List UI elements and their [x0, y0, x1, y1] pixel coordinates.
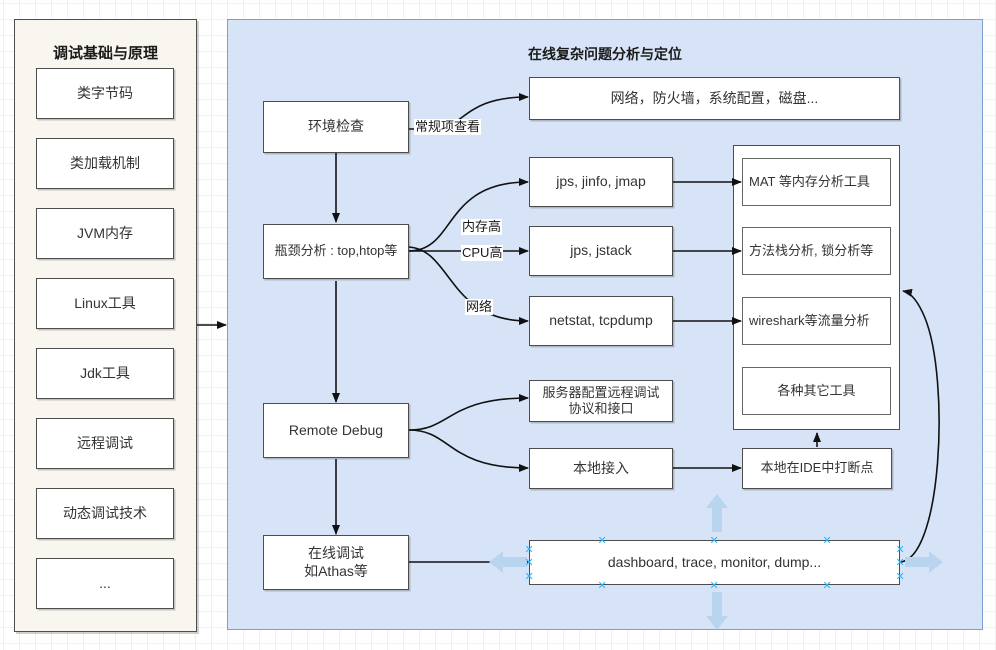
node-netstat-tcpdump[interactable]: netstat, tcpdump — [529, 296, 673, 346]
node-local-ide-breakpoint[interactable]: 本地在IDE中打断点 — [742, 448, 892, 489]
edge-label-network: 网络 — [465, 299, 494, 316]
node-network-firewall-config[interactable]: 网络，防火墙，系统配置，磁盘... — [529, 77, 900, 120]
tools-item-2[interactable]: wireshark等流量分析 — [742, 297, 891, 345]
node-bottleneck-analysis[interactable]: 瓶颈分析 : top,htop等 — [263, 224, 409, 279]
sidebar-item-5[interactable]: 远程调试 — [36, 418, 174, 469]
ghost-arrow-down[interactable] — [703, 590, 731, 632]
ghost-arrow-left[interactable] — [487, 548, 529, 576]
resize-handle-e-bottom[interactable]: ✕ — [895, 569, 905, 583]
node-dashboard-trace-monitor[interactable]: dashboard, trace, monitor, dump... — [529, 540, 900, 585]
sidebar-title: 调试基础与原理 — [52, 45, 158, 62]
ghost-arrow-right[interactable] — [903, 548, 945, 576]
node-local-access[interactable]: 本地接入 — [529, 448, 673, 489]
resize-handle-s-left[interactable]: ✕ — [597, 578, 607, 592]
node-jps-jstack[interactable]: jps, jstack — [529, 226, 673, 276]
sidebar-item-1[interactable]: 类加载机制 — [36, 138, 174, 189]
node-online-debug[interactable]: 在线调试 如Athas等 — [263, 535, 409, 590]
sidebar-item-3[interactable]: Linux工具 — [36, 278, 174, 329]
resize-handle-w-mid[interactable]: ✕ — [524, 555, 534, 569]
sidebar-item-6[interactable]: 动态调试技术 — [36, 488, 174, 539]
resize-handle-s-mid[interactable]: ✕ — [709, 578, 719, 592]
edge-label-cpu-high: CPU高 — [461, 245, 504, 262]
sidebar-item-0[interactable]: 类字节码 — [36, 68, 174, 119]
ghost-arrow-up[interactable] — [703, 492, 731, 534]
main-title: 在线复杂问题分析与定位 — [528, 46, 682, 62]
resize-handle-e-top[interactable]: ✕ — [895, 542, 905, 556]
edge-label-memory-high: 内存高 — [461, 219, 503, 236]
node-server-remote-debug-config[interactable]: 服务器配置远程调试 协议和接口 — [529, 380, 673, 422]
resize-handle-e-mid[interactable]: ✕ — [895, 555, 905, 569]
resize-handle-n-left[interactable]: ✕ — [597, 533, 607, 547]
sidebar-item-7[interactable]: ... — [36, 558, 174, 609]
tools-item-0[interactable]: MAT 等内存分析工具 — [742, 158, 891, 206]
resize-handle-s-right[interactable]: ✕ — [822, 578, 832, 592]
node-jps-jinfo-jmap[interactable]: jps, jinfo, jmap — [529, 157, 673, 207]
sidebar-item-4[interactable]: Jdk工具 — [36, 348, 174, 399]
node-env-check[interactable]: 环境检查 — [263, 101, 409, 153]
tools-item-1[interactable]: 方法栈分析, 锁分析等 — [742, 227, 891, 275]
resize-handle-w-bottom[interactable]: ✕ — [524, 569, 534, 583]
resize-handle-w-top[interactable]: ✕ — [524, 542, 534, 556]
resize-handle-n-mid[interactable]: ✕ — [709, 533, 719, 547]
sidebar-item-2[interactable]: JVM内存 — [36, 208, 174, 259]
edge-label-routine-check: 常规项查看 — [414, 119, 482, 136]
node-remote-debug[interactable]: Remote Debug — [263, 403, 409, 458]
tools-item-3[interactable]: 各种其它工具 — [742, 367, 891, 415]
resize-handle-n-right[interactable]: ✕ — [822, 533, 832, 547]
